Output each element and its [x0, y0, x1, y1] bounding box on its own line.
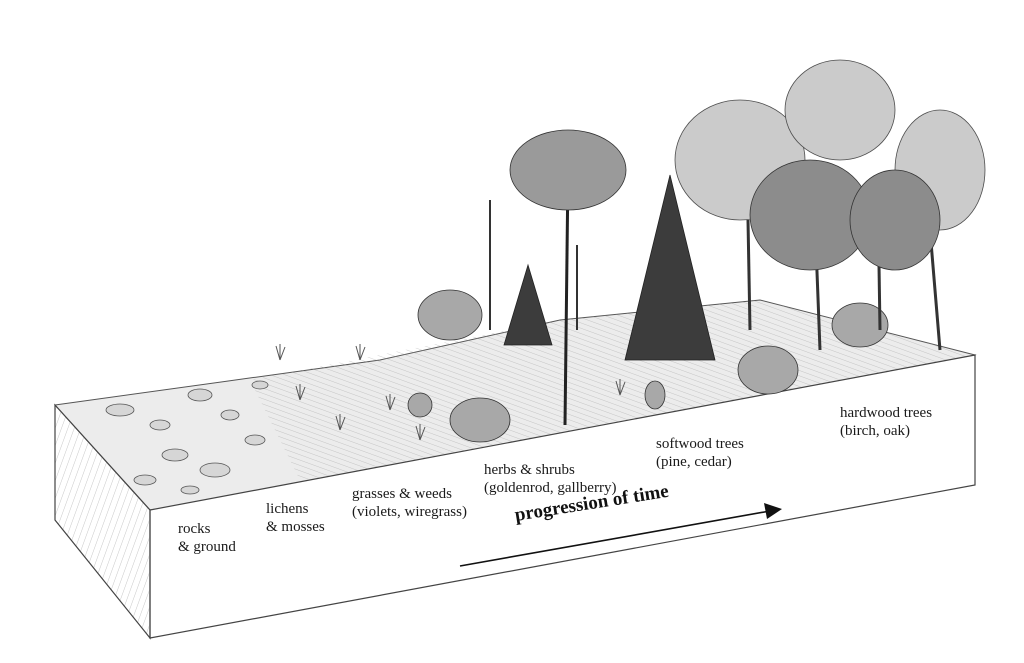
- tall-pine: [509, 129, 627, 426]
- slim-pines: [489, 200, 578, 330]
- label-hardwood-trees: hardwood trees(birch, oak): [840, 405, 933, 439]
- shrubs: [407, 289, 889, 443]
- label-softwood-trees: softwood trees(pine, cedar): [656, 436, 744, 470]
- conifers: [503, 174, 716, 361]
- block-side-face: [54, 403, 151, 640]
- rocks: [105, 380, 269, 495]
- label-herbs-shrubs: herbs & shrubs(goldenrod, gallberry): [484, 462, 617, 496]
- hardwood-trees: [674, 59, 986, 351]
- grass-surface: [250, 300, 975, 480]
- grass-tufts: [275, 344, 626, 441]
- label-grasses-weeds: grasses & weeds(violets, wiregrass): [352, 486, 467, 520]
- label-rocks-ground: rocks& ground: [178, 521, 236, 555]
- time-arrow: [459, 503, 782, 567]
- label-lichens-mosses: lichens& mosses: [266, 501, 325, 535]
